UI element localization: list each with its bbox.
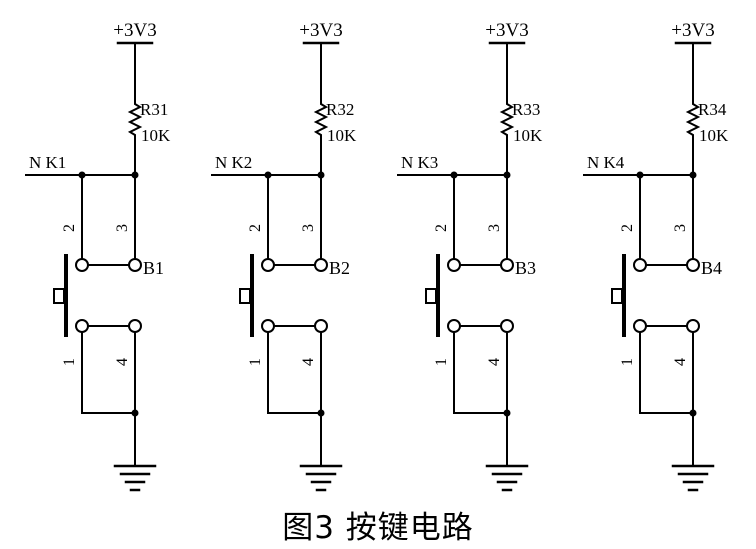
contact-terminal xyxy=(261,258,275,272)
contact-terminal xyxy=(128,319,142,333)
resistor-ref-label: R33 xyxy=(512,100,540,119)
contact-terminal xyxy=(686,319,700,333)
contact-terminal xyxy=(500,258,514,272)
resistor-symbol xyxy=(499,100,515,140)
supply-label: +3V3 xyxy=(113,20,156,41)
output-label: B3 xyxy=(515,258,536,278)
contact-terminal xyxy=(128,258,142,272)
resistor-value-label: 10K xyxy=(141,126,171,145)
switch-button-cap xyxy=(425,288,437,304)
pin-4-label: 4 xyxy=(114,358,131,366)
pin-3-label: 3 xyxy=(300,224,317,232)
net-label: N K4 xyxy=(587,153,625,172)
pin-3-label: 3 xyxy=(672,224,689,232)
net-label: N K3 xyxy=(401,153,438,172)
figure-caption: 图3 按键电路 xyxy=(282,510,474,546)
resistor-symbol xyxy=(685,100,701,140)
pin-3-label: 3 xyxy=(486,224,503,232)
pin-4-label: 4 xyxy=(486,358,503,366)
switch-button-cap xyxy=(53,288,65,304)
switch-button-cap xyxy=(239,288,251,304)
contact-terminal xyxy=(633,319,647,333)
contact-terminal xyxy=(633,258,647,272)
contact-terminal xyxy=(686,258,700,272)
resistor-symbol xyxy=(313,100,329,140)
supply-label: +3V3 xyxy=(299,20,342,41)
pin-3-label: 3 xyxy=(114,224,131,232)
supply-label: +3V3 xyxy=(671,20,714,41)
contact-terminal xyxy=(500,319,514,333)
pin-4-label: 4 xyxy=(672,358,689,366)
output-label: B1 xyxy=(143,258,164,278)
contact-terminal xyxy=(261,319,275,333)
pin-2-label: 2 xyxy=(61,224,78,232)
pin-4-label: 4 xyxy=(300,358,317,366)
resistor-symbol xyxy=(127,100,143,140)
pin-1-label: 1 xyxy=(61,358,78,366)
resistor-ref-label: R34 xyxy=(698,100,727,119)
contact-terminal xyxy=(314,319,328,333)
switch-button-cap xyxy=(611,288,623,304)
pin-2-label: 2 xyxy=(433,224,450,232)
pin-1-label: 1 xyxy=(247,358,264,366)
pin-1-label: 1 xyxy=(619,358,636,366)
contact-terminal xyxy=(447,258,461,272)
output-label: B2 xyxy=(329,258,350,278)
net-label: N K2 xyxy=(215,153,252,172)
pin-2-label: 2 xyxy=(619,224,636,232)
resistor-value-label: 10K xyxy=(327,126,357,145)
contact-terminal xyxy=(75,258,89,272)
supply-label: +3V3 xyxy=(485,20,528,41)
pin-1-label: 1 xyxy=(433,358,450,366)
net-label: N K1 xyxy=(29,153,66,172)
contact-terminal xyxy=(447,319,461,333)
resistor-value-label: 10K xyxy=(513,126,543,145)
resistor-ref-label: R31 xyxy=(140,100,168,119)
resistor-value-label: 10K xyxy=(699,126,729,145)
pin-2-label: 2 xyxy=(247,224,264,232)
output-label: B4 xyxy=(701,258,722,278)
contact-terminal xyxy=(75,319,89,333)
contact-terminal xyxy=(314,258,328,272)
resistor-ref-label: R32 xyxy=(326,100,354,119)
